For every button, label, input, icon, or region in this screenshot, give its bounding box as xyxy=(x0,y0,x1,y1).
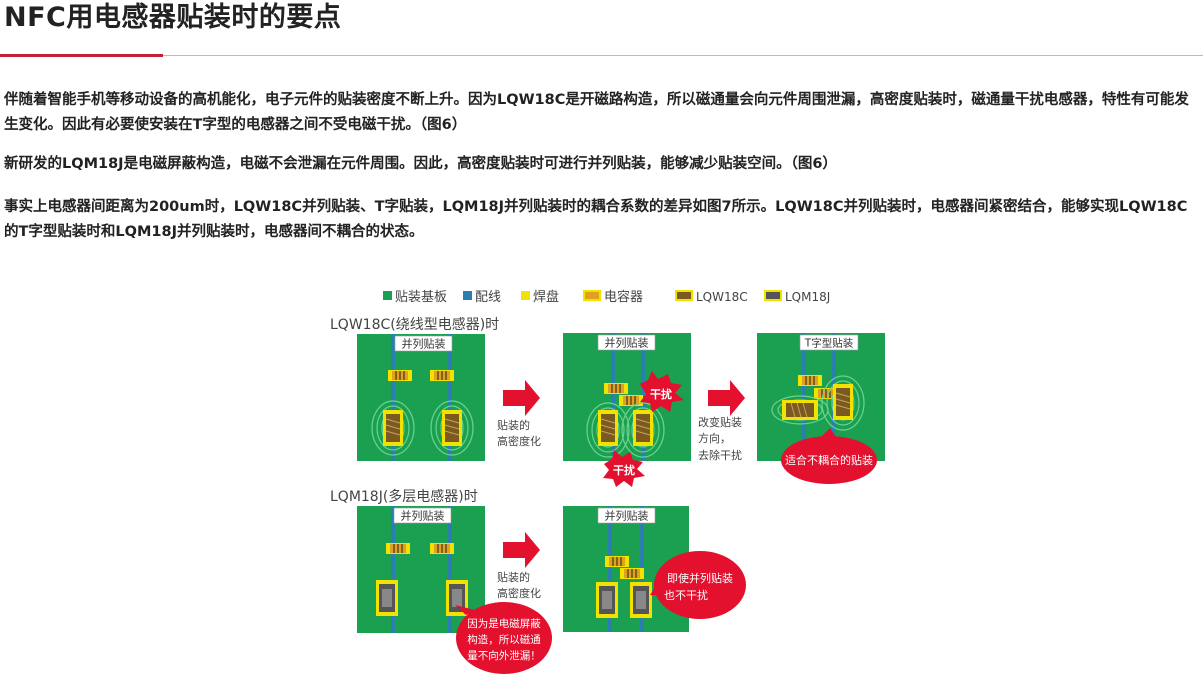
legend-swatch xyxy=(383,291,392,300)
svg-text:贴装的: 贴装的 xyxy=(497,418,530,432)
capacitor xyxy=(619,395,643,406)
svg-text:去除干扰: 去除干扰 xyxy=(698,448,742,462)
callout-no-interference: 即使并列贴装 也不干扰 xyxy=(650,551,746,619)
svg-text:并列贴装: 并列贴装 xyxy=(605,336,649,350)
svg-text:方向，: 方向， xyxy=(698,431,731,445)
lqw18c-inductor xyxy=(598,410,618,446)
legend-label: 焊盘 xyxy=(533,289,559,305)
callout-no-coupling: 适合不耦合的贴装 xyxy=(781,428,877,484)
callout-shield: 因为是电磁屏蔽 构造，所以磁通 量不向外泄漏！ xyxy=(455,602,552,674)
legend-swatch xyxy=(521,291,530,300)
svg-text:因为是电磁屏蔽: 因为是电磁屏蔽 xyxy=(467,617,541,630)
interference-burst-top: 干扰 xyxy=(640,371,684,412)
legend-swatch xyxy=(764,290,782,301)
interference-burst-bottom: 干扰 xyxy=(603,450,645,487)
legend-label: LQW18C xyxy=(696,290,748,304)
lqm18j-inductor xyxy=(630,582,652,618)
svg-text:即使并列贴装: 即使并列贴装 xyxy=(667,571,733,585)
lqw18c-inductor xyxy=(833,384,853,420)
panel-tag: 并列贴装 xyxy=(402,337,446,351)
svg-text:干扰: 干扰 xyxy=(650,387,672,401)
figure-legend: 贴装基板 配线 焊盘 电容器 LQW18C LQM18J xyxy=(383,289,830,305)
svg-text:适合不耦合的贴装: 适合不耦合的贴装 xyxy=(785,453,873,467)
arrow-high-density-2: 贴装的 高密度化 xyxy=(497,532,541,600)
panel-lqm18j-parallel: 并列贴装 因为是电磁屏蔽 构造，所 xyxy=(357,506,552,674)
capacitor xyxy=(798,375,822,386)
legend-swatch xyxy=(675,290,693,301)
lqw18c-inductor-horizontal xyxy=(782,400,818,420)
legend-label: 配线 xyxy=(475,290,501,305)
paragraph-2: 新研发的LQM18J是电磁屏蔽构造，电磁不会泄漏在元件周围。因此，高密度贴装时可… xyxy=(4,156,837,172)
arrow-high-density-1: 贴装的 高密度化 xyxy=(497,380,541,448)
svg-text:并列贴装: 并列贴装 xyxy=(605,509,649,523)
lqw18c-inductor xyxy=(383,410,403,446)
title-divider xyxy=(0,55,1203,56)
lqw18c-inductor xyxy=(442,410,462,446)
legend-swatch xyxy=(463,291,472,300)
lqw18c-inductor xyxy=(633,410,653,446)
panel-lqm18j-dense-parallel: 并列贴装 即使并列贴装 也不干扰 xyxy=(563,506,746,632)
legend-label: 贴装基板 xyxy=(395,290,447,305)
lqm18j-inductor xyxy=(596,582,618,618)
panel-lqw18c-t-mount: T字型贴装 xyxy=(757,333,885,484)
row1-label: LQW18C(绕线型电感器)时 xyxy=(330,316,499,333)
capacitor xyxy=(604,383,628,394)
page-title: NFC用电感器贴装时的要点 xyxy=(4,2,342,33)
legend-label: 电容器 xyxy=(604,289,643,305)
svg-text:高密度化: 高密度化 xyxy=(497,434,541,448)
panel-lqw18c-parallel: 并列贴装 xyxy=(357,334,485,461)
svg-text:高密度化: 高密度化 xyxy=(497,586,541,600)
svg-text:干扰: 干扰 xyxy=(613,463,635,477)
capacitor xyxy=(430,370,454,381)
capacitor xyxy=(620,568,644,579)
svg-text:T字型贴装: T字型贴装 xyxy=(804,337,854,350)
panel-lqw18c-dense-parallel: 并列贴装 xyxy=(563,333,691,487)
paragraph-3: 事实上电感器间距离为200um时，LQW18C并列贴装、T字贴装，LQM18J并… xyxy=(4,199,1188,240)
svg-text:并列贴装: 并列贴装 xyxy=(401,509,445,523)
svg-text:贴装的: 贴装的 xyxy=(497,570,530,584)
paragraph-1: 伴随着智能手机等移动设备的高机能化，电子元件的贴装密度不断上升。因为LQW18C… xyxy=(4,92,1189,133)
arrow-change-orientation: 改变贴装 方向， 去除干扰 xyxy=(698,380,745,462)
svg-text:量不向外泄漏！: 量不向外泄漏！ xyxy=(467,649,541,662)
capacitor xyxy=(386,543,410,554)
svg-text:构造，所以磁通: 构造，所以磁通 xyxy=(467,633,541,646)
legend-swatch xyxy=(583,290,601,301)
capacitor xyxy=(430,543,454,554)
capacitor xyxy=(388,370,412,381)
lqm18j-inductor xyxy=(376,580,398,616)
svg-text:改变贴装: 改变贴装 xyxy=(698,415,742,429)
legend-label: LQM18J xyxy=(785,290,830,304)
svg-text:也不干扰: 也不干扰 xyxy=(664,588,708,602)
title-accent-bar xyxy=(0,54,163,57)
row2-label: LQM18J(多层电感器)时 xyxy=(330,488,478,505)
capacitor xyxy=(605,556,629,567)
